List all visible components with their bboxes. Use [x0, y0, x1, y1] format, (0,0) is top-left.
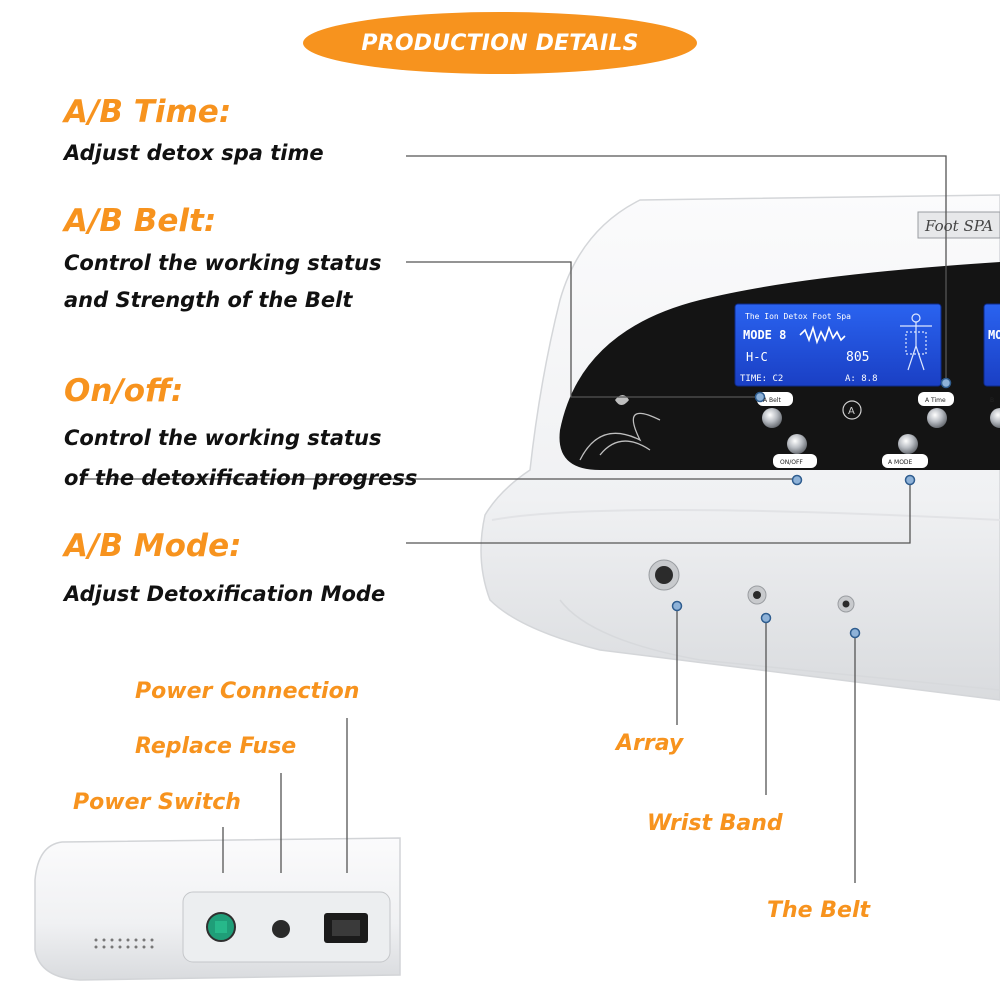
a-time-button-label: A Time: [925, 397, 946, 404]
port-label-wrist-band: Wrist Band: [647, 811, 783, 836]
lcd-title: The Ion Detox Foot Spa: [745, 312, 851, 321]
feature-heading-ab-mode: A/B Mode:: [64, 528, 242, 564]
production-details-banner: PRODUCTION DETAILS: [303, 12, 697, 74]
rear-label-replace-fuse: Replace Fuse: [135, 734, 297, 759]
feature-desc-on-off-2: of the detoxification progress: [64, 466, 418, 490]
feature-desc-ab-belt-1: Control the working status: [64, 251, 382, 275]
feature-desc-ab-belt-2: and Strength of the Belt: [64, 288, 353, 312]
feature-heading-ab-time: A/B Time:: [64, 94, 232, 130]
lcd-a-value: A: 8.8: [845, 374, 878, 384]
port-label-array: Array: [616, 731, 684, 756]
feature-desc-on-off-1: Control the working status: [64, 426, 382, 450]
rear-label-power-switch: Power Switch: [73, 790, 241, 815]
b-button-label: B: [990, 397, 994, 404]
lcd-time: TIME: C2: [740, 374, 783, 384]
lcd-mode: MODE 8: [743, 328, 786, 342]
lcd-code: H-C: [746, 350, 768, 364]
a-mode-button-label: A MODE: [888, 459, 913, 466]
rear-panel-device: [34, 837, 401, 981]
brand-label: Foot SPA: [924, 217, 993, 235]
feature-desc-ab-mode: Adjust Detoxification Mode: [64, 582, 386, 606]
banner-title: PRODUCTION DETAILS: [361, 30, 639, 56]
rear-label-power-connection: Power Connection: [135, 679, 360, 704]
foot-spa-device: [480, 194, 1000, 701]
a-belt-button-label: A Belt: [763, 397, 781, 404]
feature-heading-ab-belt: A/B Belt:: [64, 203, 217, 239]
lcd2-mode: MO: [988, 328, 1000, 342]
port-label-the-belt: The Belt: [767, 898, 870, 923]
feature-desc-ab-time: Adjust detox spa time: [64, 141, 324, 165]
leader-lines: [80, 155, 947, 883]
lcd-value: 805: [846, 350, 869, 365]
panel-letter: A: [848, 406, 855, 417]
on-off-button-label: ON/OFF: [780, 459, 803, 466]
feature-heading-on-off: On/off:: [64, 373, 184, 409]
callout-markers: [671, 377, 952, 639]
